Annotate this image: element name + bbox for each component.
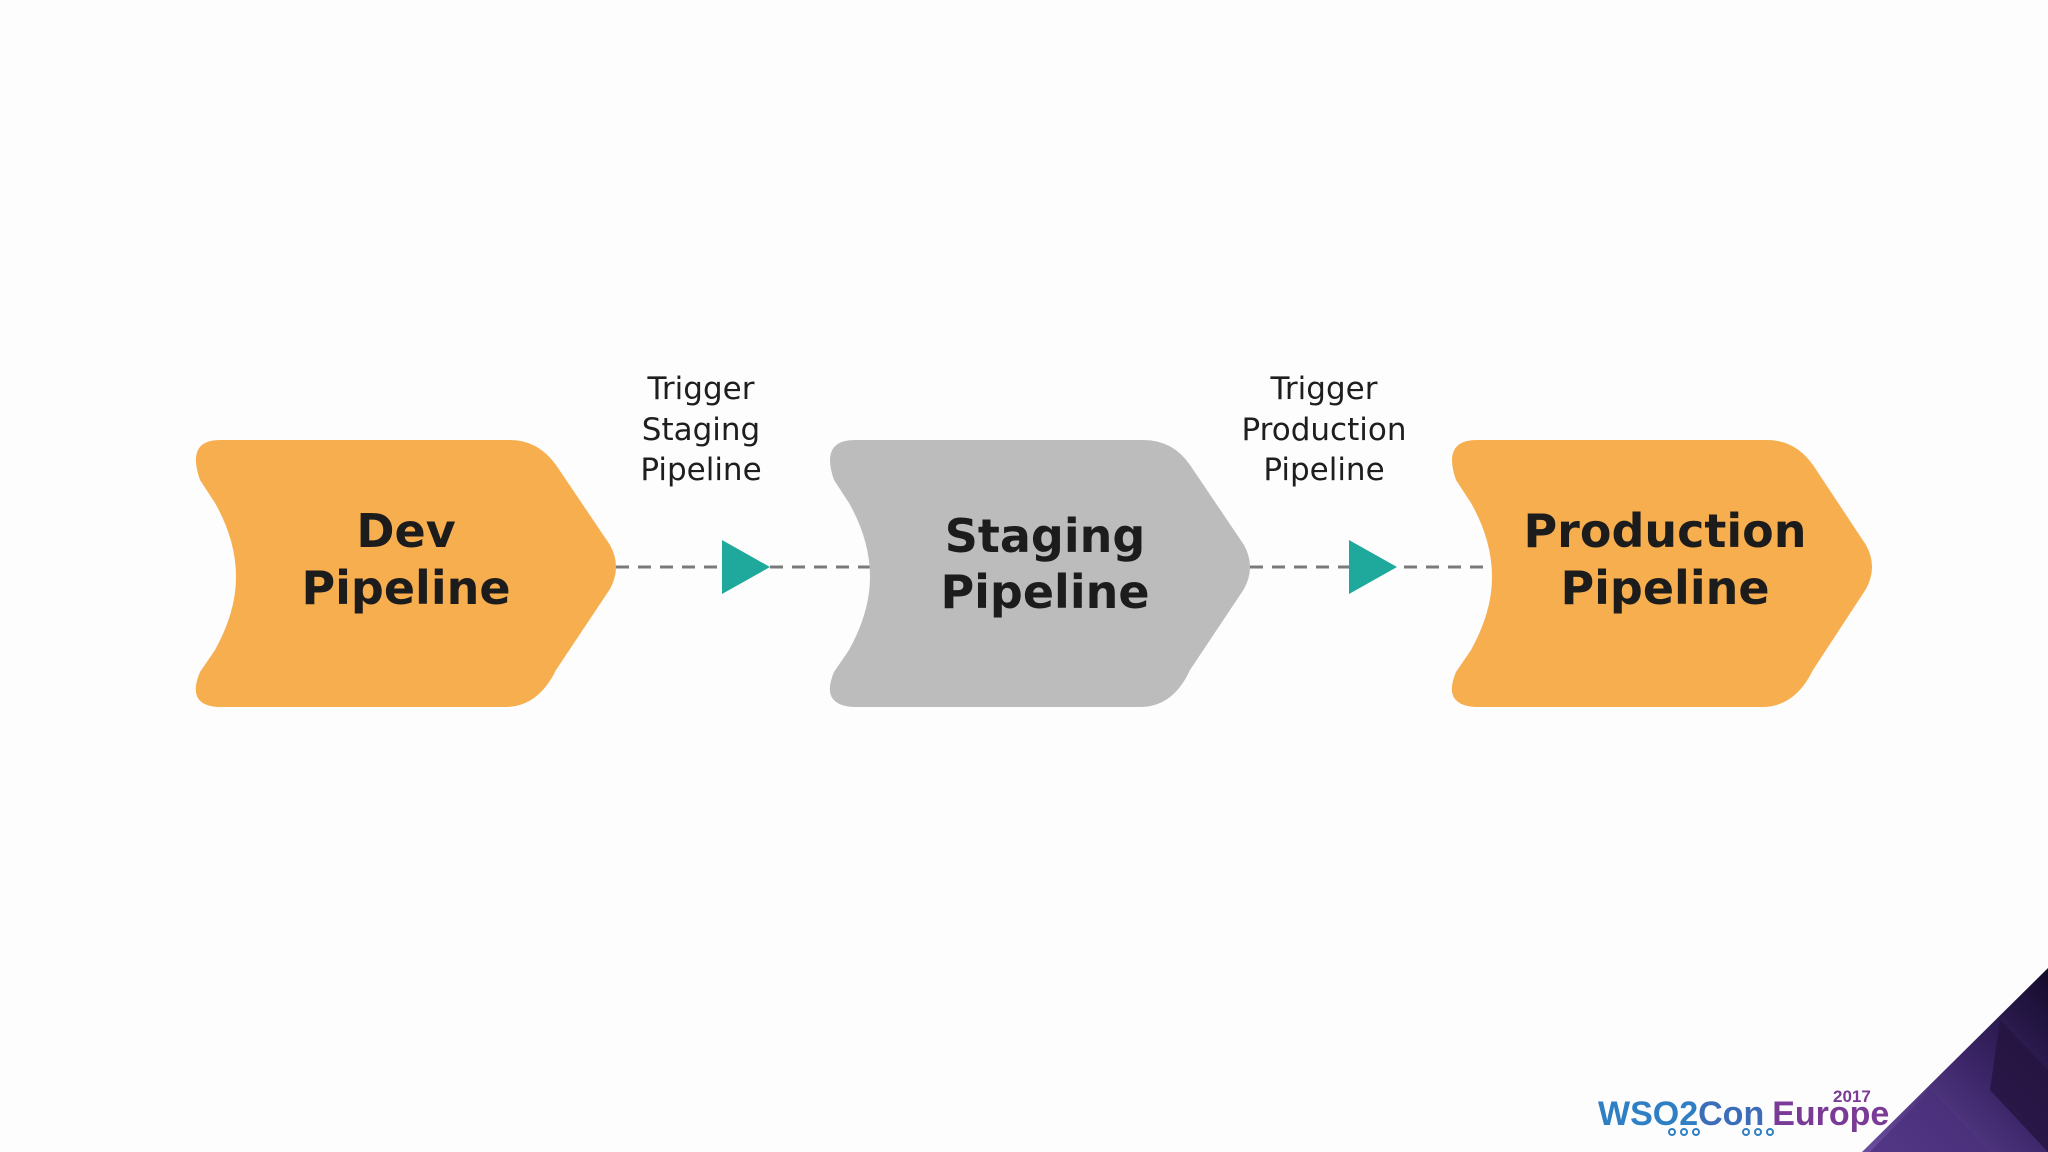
trigger-production-line2: Production [1242,412,1407,448]
logo-part-wso2: WSO2 [1598,1095,1698,1133]
arrow-dev-to-staging [722,540,770,594]
arrow-staging-to-production [1349,540,1397,594]
logo-part-europe: Europe [1772,1095,1889,1133]
corner-decoration [1862,968,2048,1152]
logo-part-con: Con [1698,1095,1764,1133]
trigger-label-staging: Trigger Staging Pipeline [640,371,761,488]
staging-chevron-shape [829,440,1250,707]
dev-stage-subtitle: Pipeline [301,561,510,615]
trigger-staging-line2: Staging [642,412,760,448]
logo-people-icon [1668,1128,1774,1136]
stage-staging: Staging Pipeline [829,440,1250,707]
dev-stage-title: Dev [356,504,455,558]
dev-chevron-shape [195,440,616,707]
trigger-staging-line1: Trigger [647,371,755,407]
staging-stage-title: Staging [945,509,1146,563]
production-chevron-shape [1451,440,1872,707]
logo-year: 2017 [1833,1087,1871,1106]
trigger-production-line1: Trigger [1270,371,1378,407]
trigger-staging-line3: Pipeline [640,452,761,488]
staging-stage-subtitle: Pipeline [940,565,1149,619]
stage-dev: Dev Pipeline [195,440,616,707]
production-stage-subtitle: Pipeline [1560,561,1769,615]
production-stage-title: Production [1523,504,1806,558]
stage-production: Production Pipeline [1451,440,1872,707]
trigger-production-line3: Pipeline [1263,452,1384,488]
trigger-label-production: Trigger Production Pipeline [1242,371,1407,488]
